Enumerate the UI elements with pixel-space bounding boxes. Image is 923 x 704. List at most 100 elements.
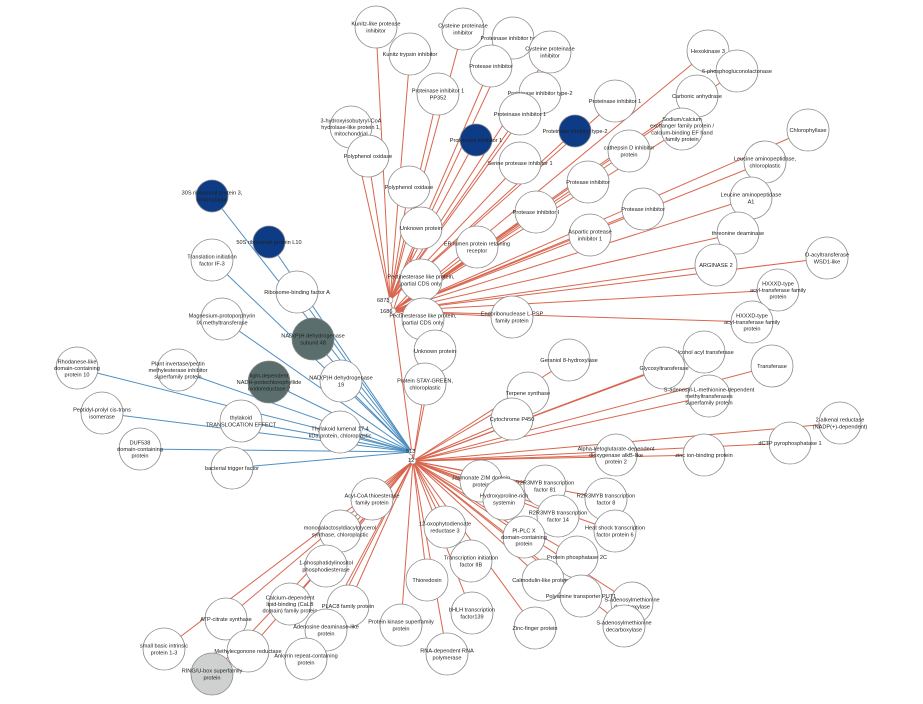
node-pin1_b[interactable]: Proteinase inhibitor 1 xyxy=(589,79,642,123)
node-serine_pi[interactable]: Serine protease inhibitor 1 xyxy=(487,141,553,185)
node-circle[interactable] xyxy=(291,317,335,361)
node-circle[interactable] xyxy=(594,433,638,477)
node-circle[interactable] xyxy=(593,509,637,553)
node-circle[interactable] xyxy=(190,652,234,696)
node-thioredoxin[interactable]: Thioredoxin xyxy=(405,558,449,602)
node-ribosomal_30s[interactable]: 30S ribosomal protein 3,chloroplastic xyxy=(182,179,243,213)
node-circle[interactable] xyxy=(621,187,665,231)
node-circle[interactable] xyxy=(607,129,651,173)
node-chlorophyllase[interactable]: Chlorophyllase xyxy=(786,108,830,152)
node-circle[interactable] xyxy=(786,108,830,152)
node-protease_inh_c[interactable]: Protease inhibitor xyxy=(621,187,665,231)
node-circle[interactable] xyxy=(490,397,534,441)
node-circle[interactable] xyxy=(756,268,800,312)
node-circle[interactable] xyxy=(118,427,162,471)
node-protease_inh_b[interactable]: Protease inhibitor xyxy=(566,160,610,204)
node-circle[interactable] xyxy=(399,206,443,250)
node-transferase[interactable]: Transferase xyxy=(750,344,794,388)
node-circle[interactable] xyxy=(482,477,526,521)
node-circle[interactable] xyxy=(768,421,812,465)
node-zinc_finger[interactable]: Zinc-finger protein xyxy=(512,606,558,650)
node-circle[interactable] xyxy=(559,574,603,618)
node-glycosyl[interactable]: Glycosyltransferase xyxy=(639,346,689,390)
node-circle[interactable] xyxy=(568,213,612,257)
node-circle[interactable] xyxy=(354,5,398,49)
hub-h3[interactable]: 513 xyxy=(406,448,416,456)
node-circle[interactable] xyxy=(687,374,731,418)
node-circle[interactable] xyxy=(682,330,726,374)
node-circle[interactable] xyxy=(247,360,291,404)
node-circle[interactable] xyxy=(252,225,286,259)
node-circle[interactable] xyxy=(536,494,580,538)
node-ribosome_binding[interactable]: Ribosome-binding factor A xyxy=(264,270,330,314)
node-alkenal[interactable]: 2-alkenal reductase(NADP(+)-dependent) xyxy=(813,401,868,445)
node-threonine[interactable]: threonine deaminase xyxy=(712,211,764,255)
node-circle[interactable] xyxy=(750,344,794,388)
node-circle[interactable] xyxy=(219,399,263,443)
node-circle[interactable] xyxy=(459,123,493,157)
node-circle[interactable] xyxy=(319,359,363,403)
node-zinc_ion[interactable]: zinc ion-binding protein xyxy=(675,433,733,477)
node-protease_inh_i[interactable]: Protease inhibitor I xyxy=(513,190,560,234)
node-circle[interactable] xyxy=(455,225,499,269)
node-circle[interactable] xyxy=(558,114,592,148)
node-circle[interactable] xyxy=(304,544,348,588)
node-polyphenol_b[interactable]: Polyphenol oxidase xyxy=(385,165,434,209)
node-circle[interactable] xyxy=(547,338,591,382)
node-pectinesterase_a[interactable]: Pectinesterase like protein,partial CDS … xyxy=(387,258,455,302)
node-circle[interactable] xyxy=(195,179,229,213)
node-circle[interactable] xyxy=(513,606,557,650)
node-circle[interactable] xyxy=(425,632,469,676)
node-circle[interactable] xyxy=(318,410,362,454)
node-alcohol_acyl[interactable]: Alcohol acyl transferase xyxy=(674,330,734,374)
node-circle[interactable] xyxy=(682,433,726,477)
node-protease_inh_a[interactable]: Protease inhibitor xyxy=(469,44,513,88)
node-circle[interactable] xyxy=(350,477,394,521)
hub-h1[interactable]: 6873 xyxy=(377,296,394,304)
node-circle[interactable] xyxy=(642,346,686,390)
node-circle[interactable] xyxy=(405,558,449,602)
node-arginase[interactable]: ARGINASE 2 xyxy=(694,243,738,287)
node-circle[interactable] xyxy=(566,160,610,204)
hub-dot[interactable] xyxy=(408,448,416,456)
node-circle[interactable] xyxy=(142,627,186,671)
node-pin1_a[interactable]: Proteinase inhibitor 1 xyxy=(494,92,547,136)
node-phosphogluconolactonase[interactable]: 6-phosphogluconolactonase xyxy=(702,49,772,93)
node-circle[interactable] xyxy=(388,32,432,76)
node-circle[interactable] xyxy=(387,165,431,209)
node-circle[interactable] xyxy=(210,446,254,490)
node-circle[interactable] xyxy=(403,362,447,406)
node-pin1_dark[interactable]: Proteinase inhibitor 1 xyxy=(450,123,503,157)
node-circle[interactable] xyxy=(275,270,319,314)
node-circle[interactable] xyxy=(593,79,637,123)
